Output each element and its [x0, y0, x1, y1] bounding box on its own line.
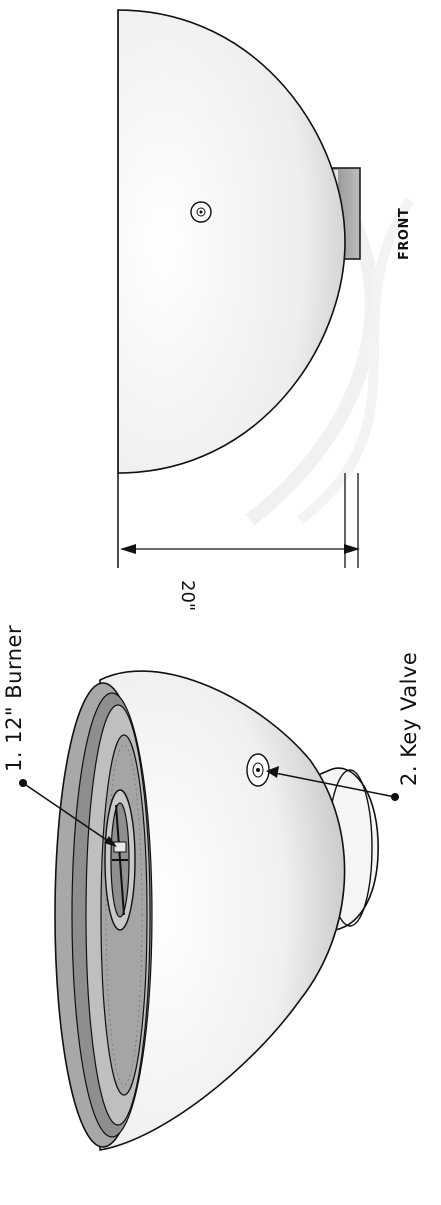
view-label-front: FRONT: [397, 207, 412, 260]
callout-leaders: [19, 766, 399, 847]
arrowhead-left: [120, 544, 136, 554]
front-view: [117, 9, 415, 526]
callout-key-valve: 2. Key Valve: [397, 651, 421, 786]
arrowhead-right: [344, 544, 360, 554]
valve-leader-line: [269, 771, 396, 798]
dimension-label: 20": [177, 580, 198, 612]
iso-bowl: [99, 670, 346, 1151]
dimension-20in: [117, 10, 360, 568]
burner-leader-line: [22, 782, 115, 846]
front-dome: [117, 9, 346, 474]
watermark-curve: [296, 197, 415, 524]
iso-burner-center: [113, 841, 127, 853]
iso-view: [54, 670, 379, 1151]
callout-burner: 1. 12" Burner: [2, 624, 26, 772]
